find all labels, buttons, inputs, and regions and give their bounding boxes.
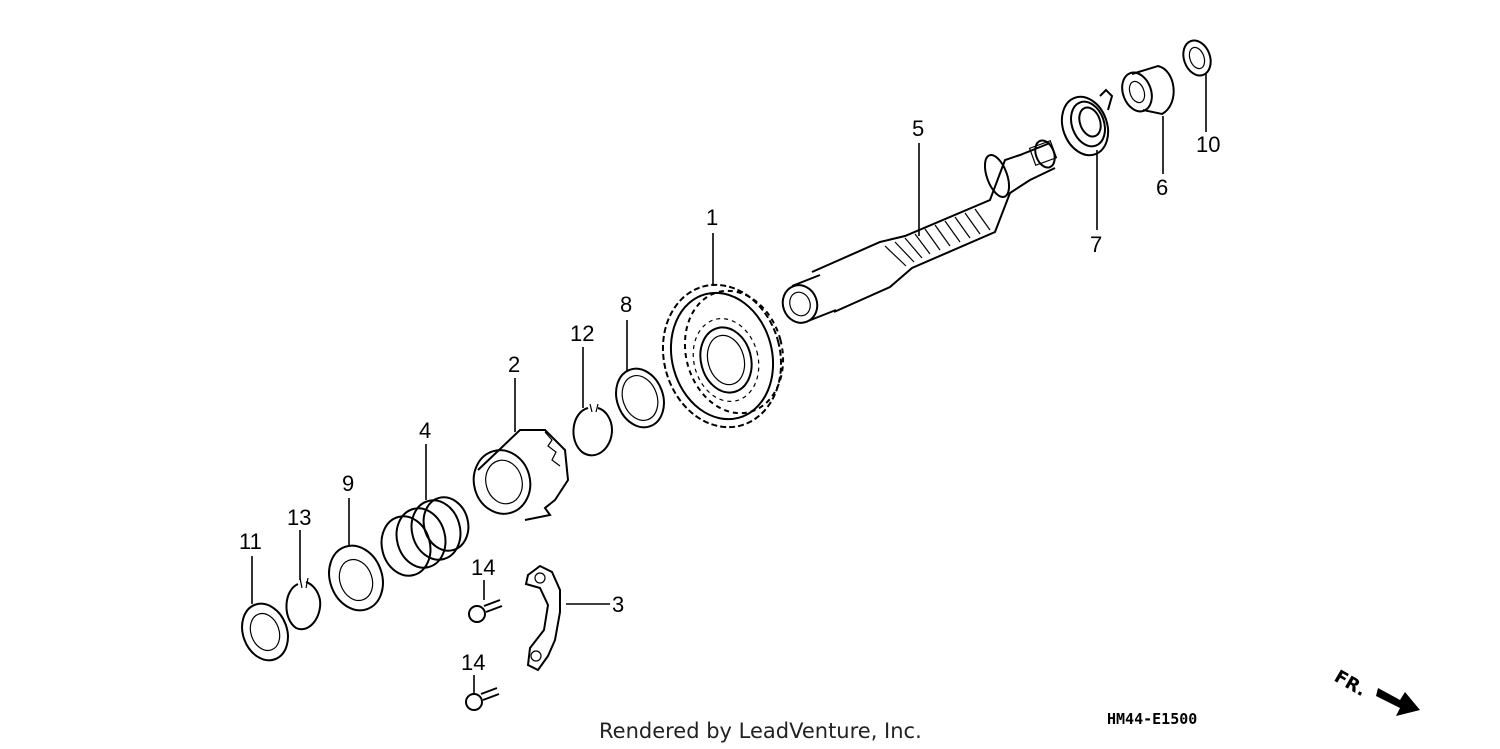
bracket-part-3[interactable] xyxy=(524,564,561,672)
leader-lines xyxy=(251,74,1207,694)
callout-4: 4 xyxy=(419,418,431,443)
washer-part-11[interactable] xyxy=(234,597,295,667)
collar-part-6[interactable] xyxy=(1117,64,1175,116)
washer-part-9[interactable] xyxy=(320,538,391,618)
callout-2: 2 xyxy=(508,352,520,377)
bolt-part-14-upper[interactable] xyxy=(468,599,503,623)
shaft-part-5[interactable] xyxy=(778,138,1059,328)
callout-10: 10 xyxy=(1196,132,1220,157)
arrow-right-icon xyxy=(1376,688,1420,716)
torsion-spring-part-7[interactable] xyxy=(1054,88,1116,162)
callout-6: 6 xyxy=(1156,175,1168,200)
callout-12: 12 xyxy=(570,321,594,346)
washer-part-8[interactable] xyxy=(608,362,672,434)
callout-11: 11 xyxy=(239,529,262,554)
callout-13: 13 xyxy=(287,505,311,530)
direction-label: FR. xyxy=(1331,666,1370,701)
credit-line: Rendered by LeadVenture, Inc. xyxy=(599,719,922,743)
bolt-part-14-lower[interactable] xyxy=(465,687,500,711)
ratchet-part-2[interactable] xyxy=(467,429,570,521)
callout-3: 3 xyxy=(612,592,624,617)
callout-8: 8 xyxy=(620,292,632,317)
spring-part-4[interactable] xyxy=(375,492,474,581)
circlip-part-13[interactable] xyxy=(285,577,322,631)
reference-code: HM44-E1500 xyxy=(1107,710,1197,728)
callout-7: 7 xyxy=(1090,232,1102,257)
callout-14-upper: 14 xyxy=(471,555,495,580)
callout-14-lower: 14 xyxy=(461,650,485,675)
gear-part-1[interactable] xyxy=(647,271,796,440)
front-direction-indicator: FR. xyxy=(1331,666,1420,716)
callout-1: 1 xyxy=(706,205,718,230)
callout-9: 9 xyxy=(342,471,354,496)
callout-5: 5 xyxy=(912,116,924,141)
circlip-part-12[interactable] xyxy=(572,403,614,457)
washer-part-10[interactable] xyxy=(1179,37,1216,80)
